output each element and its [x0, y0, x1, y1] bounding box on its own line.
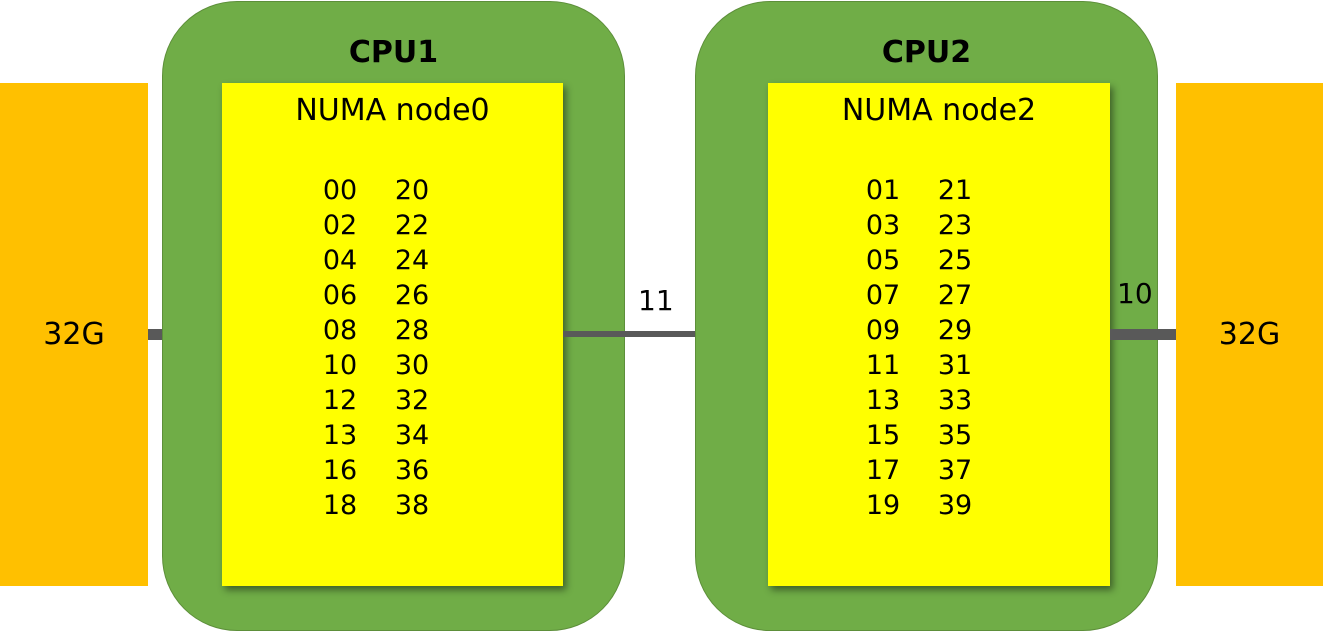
core-id: 12 — [322, 385, 358, 416]
core-id: 00 — [322, 175, 358, 206]
core-id: 04 — [322, 245, 358, 276]
core-id: 18 — [322, 490, 358, 521]
cpu2-title: CPU2 — [881, 35, 972, 70]
core-id: 07 — [865, 280, 901, 311]
core-id: 30 — [394, 350, 430, 381]
interconnect-link — [563, 331, 768, 337]
memory-left: 32G — [0, 83, 148, 586]
numa-node2-core-list: 01 21 03 23 05 25 07 27 09 29 11 31 13 33 15 35 17 37 19 39 — [865, 173, 973, 523]
core-id: 15 — [865, 420, 901, 451]
core-id: 20 — [394, 175, 430, 206]
numa-node2-title: NUMA node2 — [841, 93, 1037, 128]
numa-node2: NUMA node2 01 21 03 23 05 25 07 27 09 29 11 31 13 33 1… — [768, 83, 1110, 586]
core-id: 39 — [937, 490, 973, 521]
core-id: 23 — [937, 210, 973, 241]
core-id: 32 — [394, 385, 430, 416]
core-id: 03 — [865, 210, 901, 241]
core-id: 01 — [865, 175, 901, 206]
numa-node0-title: NUMA node0 — [295, 93, 490, 128]
memory-left-label: 32G — [43, 317, 105, 352]
memory-link-right — [1110, 329, 1178, 340]
core-id: 17 — [865, 455, 901, 486]
core-id: 38 — [394, 490, 430, 521]
core-id: 27 — [937, 280, 973, 311]
numa-node0: NUMA node0 00 20 02 22 04 24 06 26 08 28 10 30 12 32 1… — [222, 83, 563, 586]
core-id: 37 — [937, 455, 973, 486]
core-id: 22 — [394, 210, 430, 241]
core-id: 33 — [937, 385, 973, 416]
memory-right-label: 32G — [1218, 317, 1281, 352]
distance-label-right: 10 — [1117, 277, 1153, 310]
core-id: 11 — [865, 350, 901, 381]
core-id: 06 — [322, 280, 358, 311]
core-id: 36 — [394, 455, 430, 486]
core-id: 19 — [865, 490, 901, 521]
core-id: 31 — [937, 350, 973, 381]
core-id: 09 — [865, 315, 901, 346]
cpu1-title: CPU1 — [348, 35, 439, 70]
memory-right: 32G — [1176, 83, 1323, 586]
core-id: 05 — [865, 245, 901, 276]
core-id: 10 — [322, 350, 358, 381]
core-id: 02 — [322, 210, 358, 241]
core-id: 13 — [865, 385, 901, 416]
core-id: 34 — [394, 420, 430, 451]
core-id: 25 — [937, 245, 973, 276]
core-id: 26 — [394, 280, 430, 311]
numa-node0-core-list: 00 20 02 22 04 24 06 26 08 28 10 30 12 32 13 34 16 36 18 38 — [322, 173, 430, 523]
core-id: 16 — [322, 455, 358, 486]
core-id: 08 — [322, 315, 358, 346]
core-id: 35 — [937, 420, 973, 451]
core-id: 29 — [937, 315, 973, 346]
core-id: 21 — [937, 175, 973, 206]
core-id: 24 — [394, 245, 430, 276]
core-id: 28 — [394, 315, 430, 346]
distance-label-middle: 11 — [638, 284, 674, 317]
core-id: 13 — [322, 420, 358, 451]
